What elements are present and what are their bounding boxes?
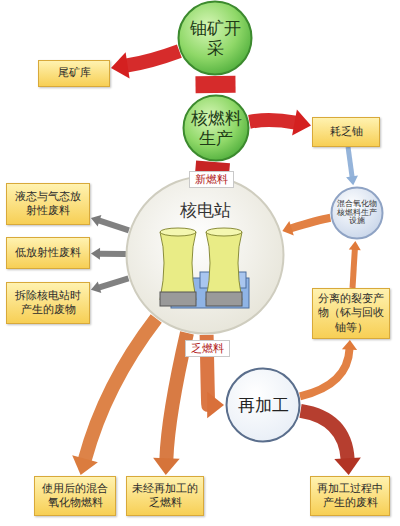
flow-arrow (91, 278, 129, 293)
flow-band (166, 333, 187, 459)
circle-shape (179, 2, 252, 75)
flow-arrow (346, 147, 358, 185)
flow-band (99, 220, 129, 230)
flow-label: 乏燃料 (185, 340, 230, 357)
flow-band (301, 411, 348, 459)
waste-box: 拆除核电站时产生的废物 (6, 282, 90, 324)
node-label: 核燃料生产 (189, 108, 243, 149)
process-circle: 再加工 (225, 367, 301, 443)
flow-arrow (301, 411, 361, 475)
flow-band (99, 278, 129, 287)
waste-box: 未经再加工的乏燃料 (126, 476, 204, 516)
flow-band (348, 147, 352, 177)
flow-band (353, 249, 355, 288)
flow-label: 新燃料 (189, 171, 234, 188)
node-label: 分离的裂变产物（钚与回收铀等） (317, 292, 385, 335)
cooling-tower (206, 232, 242, 300)
waste-box: 再加工过程中产生的废料 (310, 476, 390, 516)
flow-arrow (249, 109, 311, 135)
arrow-head (342, 340, 357, 350)
plant-circle: 核电站 (125, 175, 285, 335)
arrow-head (282, 221, 293, 236)
waste-box: 尾矿库 (38, 60, 110, 87)
arrow-head (72, 455, 98, 475)
node-label: 低放射性废料 (15, 246, 81, 260)
arrow-head (153, 458, 180, 475)
circle-shape (127, 177, 284, 334)
node-label: 未经再加工的乏燃料 (131, 482, 199, 511)
flow-band (99, 251, 125, 257)
arrow-head (91, 248, 100, 260)
material-box: 耗乏铀 (312, 117, 380, 147)
node-label: 液态与气态放射性废料 (11, 190, 85, 219)
arrow-head (207, 392, 224, 419)
circle-shape (184, 96, 249, 161)
tower-rim (206, 228, 242, 236)
node-label: 再加工 (238, 394, 289, 417)
material-box: 分离的裂变产物（钚与回收铀等） (312, 288, 390, 339)
flow-arrow (215, 76, 216, 93)
arrow-head (292, 109, 311, 135)
circle-outline (125, 175, 285, 335)
node-label: 使用后的混合氧化物燃料 (39, 482, 111, 511)
tower-base (206, 292, 242, 306)
flow-band (127, 51, 180, 65)
plant-building (171, 278, 249, 308)
arrow-head (334, 457, 361, 475)
arrow-head (111, 52, 130, 78)
circle-shape (332, 188, 383, 239)
node-label: 拆除核电站时产生的废物 (11, 289, 85, 318)
flow-arrow (282, 218, 330, 236)
node-label: 再加工过程中产生的废料 (315, 482, 385, 511)
process-circle: 铀矿开采 (177, 0, 253, 76)
waste-box: 液态与气态放射性废料 (6, 183, 90, 225)
waste-box: 使用后的混合氧化物燃料 (34, 476, 116, 516)
tower-rim (160, 228, 196, 236)
arrow-head (349, 241, 361, 250)
node-label: 铀矿开采 (188, 18, 242, 59)
plant-building-top (200, 272, 246, 288)
node-label: 混合氧化物核燃料生产设施 (336, 200, 378, 226)
flow-band (300, 349, 350, 397)
circle-shape (227, 369, 300, 442)
waste-box: 低放射性废料 (6, 237, 90, 269)
flow-band (249, 120, 295, 123)
node-label: 尾矿库 (58, 66, 91, 80)
process-circle: 核燃料生产 (182, 94, 250, 162)
flow-band (85, 318, 156, 459)
arrow-head (346, 176, 358, 186)
node-label: 耗乏铀 (330, 125, 363, 139)
flow-arrow (91, 248, 125, 260)
arrow-head (91, 215, 101, 226)
flow-arrow (111, 51, 179, 78)
facility-circle: 混合氧化物核燃料生产设施 (330, 186, 384, 240)
arrow-head (91, 281, 101, 292)
cooling-tower (160, 232, 196, 300)
flow-band (195, 76, 235, 93)
flow-band (291, 218, 331, 229)
flow-arrow (91, 215, 129, 230)
flow-arrow (349, 241, 361, 288)
tower-base (160, 292, 196, 306)
flow-arrow (300, 340, 357, 396)
flow-arrow (72, 318, 156, 475)
node-label: 核电站 (180, 199, 231, 222)
flow-arrow (153, 333, 187, 475)
